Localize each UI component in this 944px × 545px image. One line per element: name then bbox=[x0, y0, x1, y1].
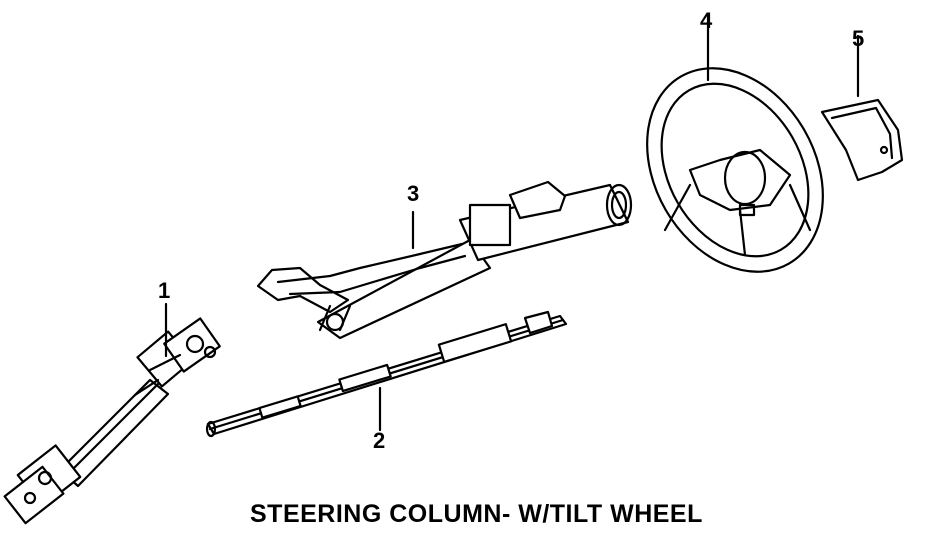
callout-3: 3 bbox=[407, 181, 420, 206]
callout-1: 1 bbox=[158, 278, 171, 303]
horn-pad bbox=[820, 34, 904, 182]
steering-wheel bbox=[646, 12, 824, 273]
diagram-caption: STEERING COLUMN- W/TILT WHEEL bbox=[250, 500, 703, 528]
callout-4: 4 bbox=[700, 8, 713, 33]
callout-2: 2 bbox=[373, 428, 386, 453]
callout-5: 5 bbox=[852, 26, 865, 51]
intermediate-shaft bbox=[3, 317, 221, 525]
steering-shaft bbox=[205, 310, 568, 438]
steering-column bbox=[256, 180, 633, 340]
